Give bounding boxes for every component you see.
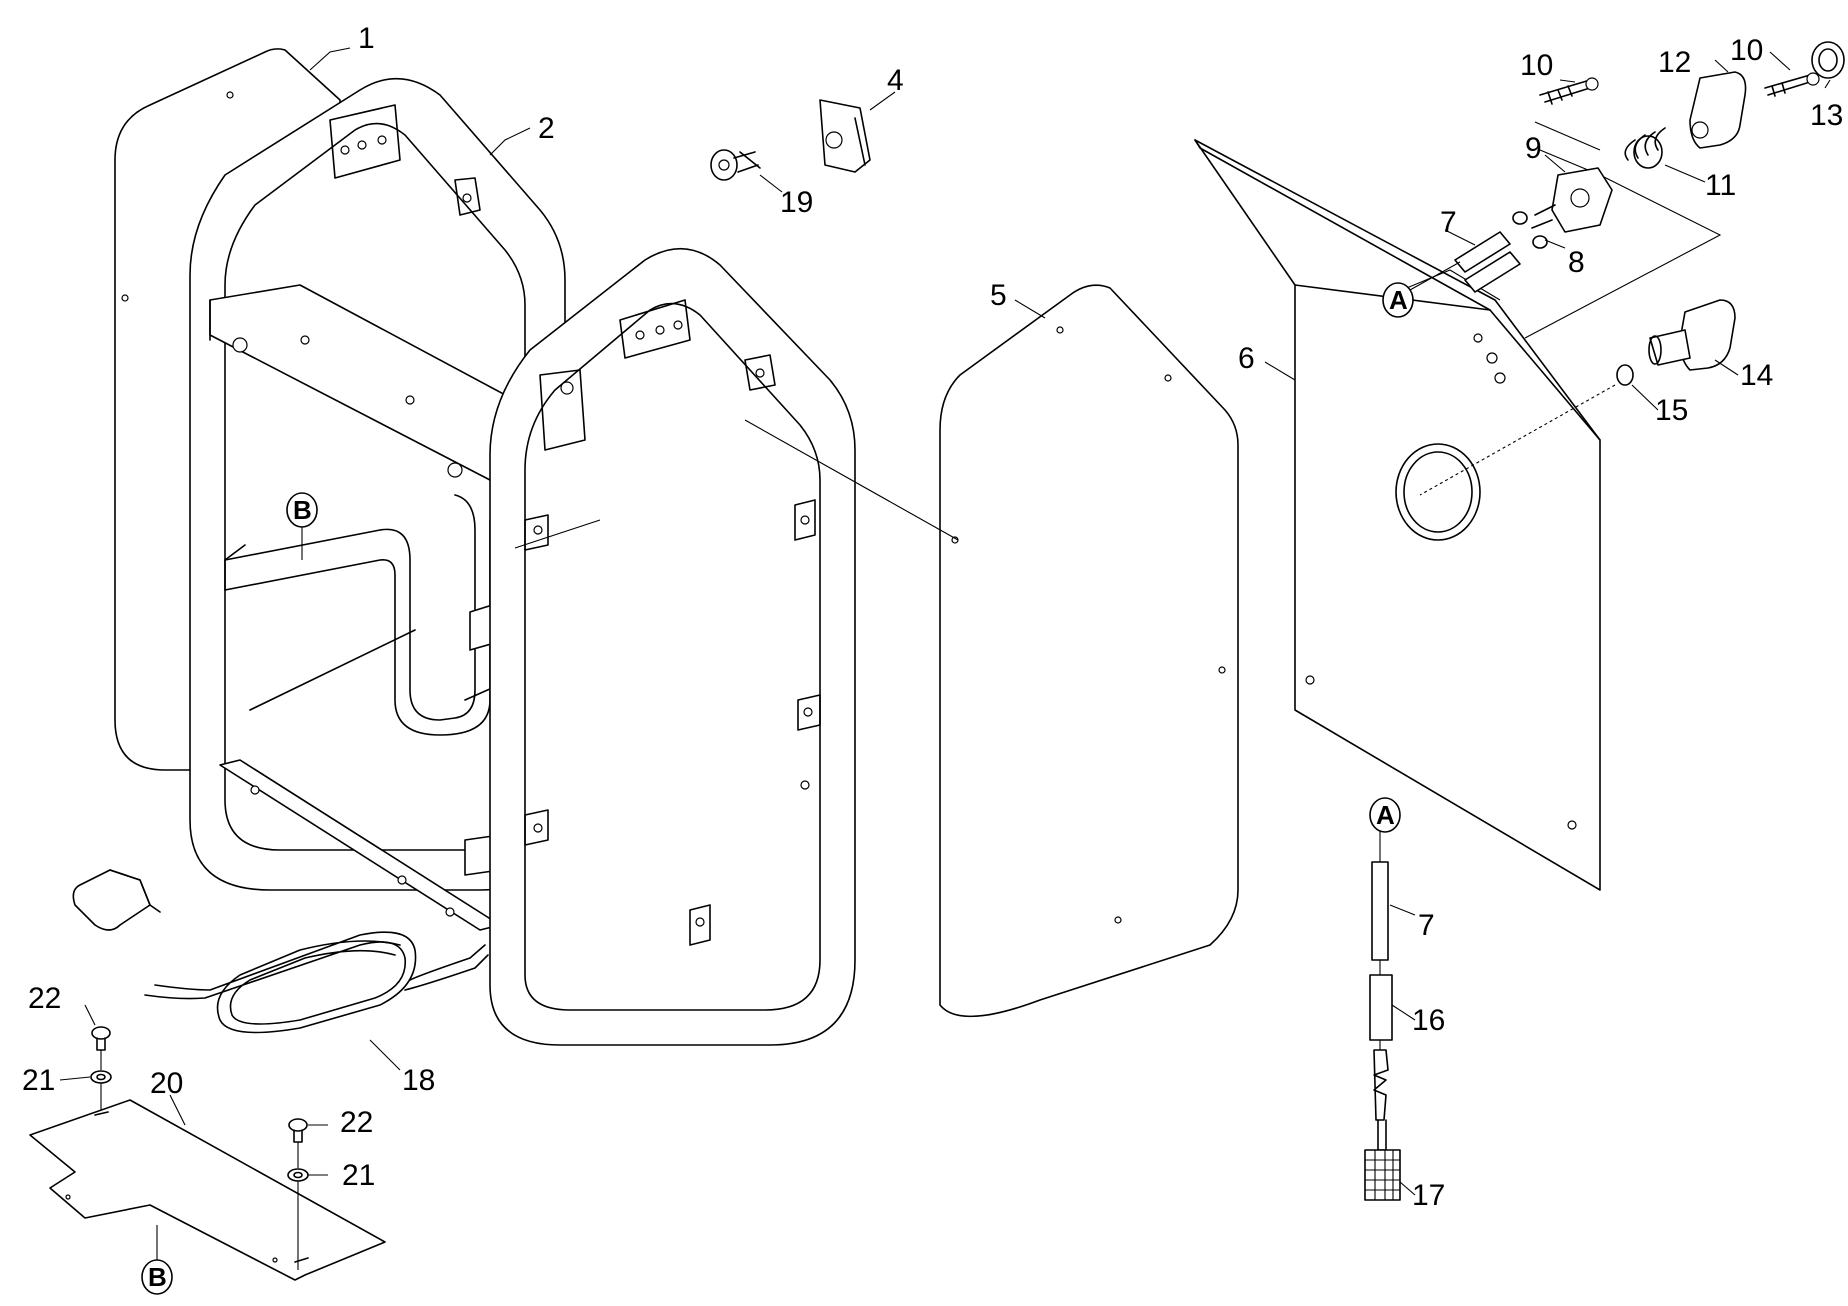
callout-7b: 7 <box>1418 909 1435 942</box>
callout-18: 18 <box>402 1064 435 1097</box>
callout-leaders <box>59 47 1831 1196</box>
callout-9: 9 <box>1525 132 1542 165</box>
callout-numbers: 1 2 4 5 6 7 7 8 9 10 10 11 12 13 14 15 1… <box>22 22 1843 1212</box>
callout-12: 12 <box>1658 46 1691 79</box>
callout-5: 5 <box>990 279 1007 312</box>
fasteners-21-22 <box>90 1026 309 1270</box>
callout-13: 13 <box>1810 99 1843 132</box>
marker-b-bottom: B <box>141 1225 173 1295</box>
callout-1: 1 <box>358 22 375 55</box>
callout-7a: 7 <box>1440 206 1457 239</box>
marker-a-bottom: A <box>1369 797 1401 833</box>
callout-11: 11 <box>1705 169 1736 202</box>
callout-21a: 21 <box>22 1064 55 1097</box>
part-19-screw <box>710 149 761 181</box>
svg-text:A: A <box>1376 800 1395 830</box>
callout-6: 6 <box>1238 342 1255 375</box>
part-4-clip <box>819 99 871 173</box>
callout-22b: 22 <box>340 1106 373 1139</box>
front-frame <box>489 247 856 1046</box>
marker-b-top: B <box>286 492 318 560</box>
callout-21b: 21 <box>342 1159 375 1192</box>
suction-assembly <box>1364 812 1401 1201</box>
assembly-leader-lines <box>514 121 1722 549</box>
callout-10b: 10 <box>1730 34 1763 67</box>
callout-15: 15 <box>1655 394 1688 427</box>
callout-19: 19 <box>780 186 813 219</box>
callout-8: 8 <box>1568 246 1585 279</box>
part-5-side-panel <box>939 284 1239 1018</box>
callout-4: 4 <box>887 64 904 97</box>
callout-10a: 10 <box>1520 49 1553 82</box>
callout-16: 16 <box>1412 1004 1445 1037</box>
callout-14: 14 <box>1740 359 1773 392</box>
part-20-bottom-plate <box>29 1099 386 1281</box>
callout-2: 2 <box>538 112 555 145</box>
svg-text:A: A <box>1389 285 1408 315</box>
marker-a-top: A <box>1382 261 1461 318</box>
part-6-control-panel <box>1194 139 1601 891</box>
part-18-power-cable <box>72 869 489 1034</box>
valve-group <box>1454 41 1845 386</box>
callout-17: 17 <box>1412 1179 1445 1212</box>
callout-22a: 22 <box>28 982 61 1015</box>
svg-text:B: B <box>148 1262 167 1292</box>
callout-20: 20 <box>150 1067 183 1100</box>
svg-text:B: B <box>293 495 312 525</box>
assembly-line-15 <box>1419 384 1616 496</box>
